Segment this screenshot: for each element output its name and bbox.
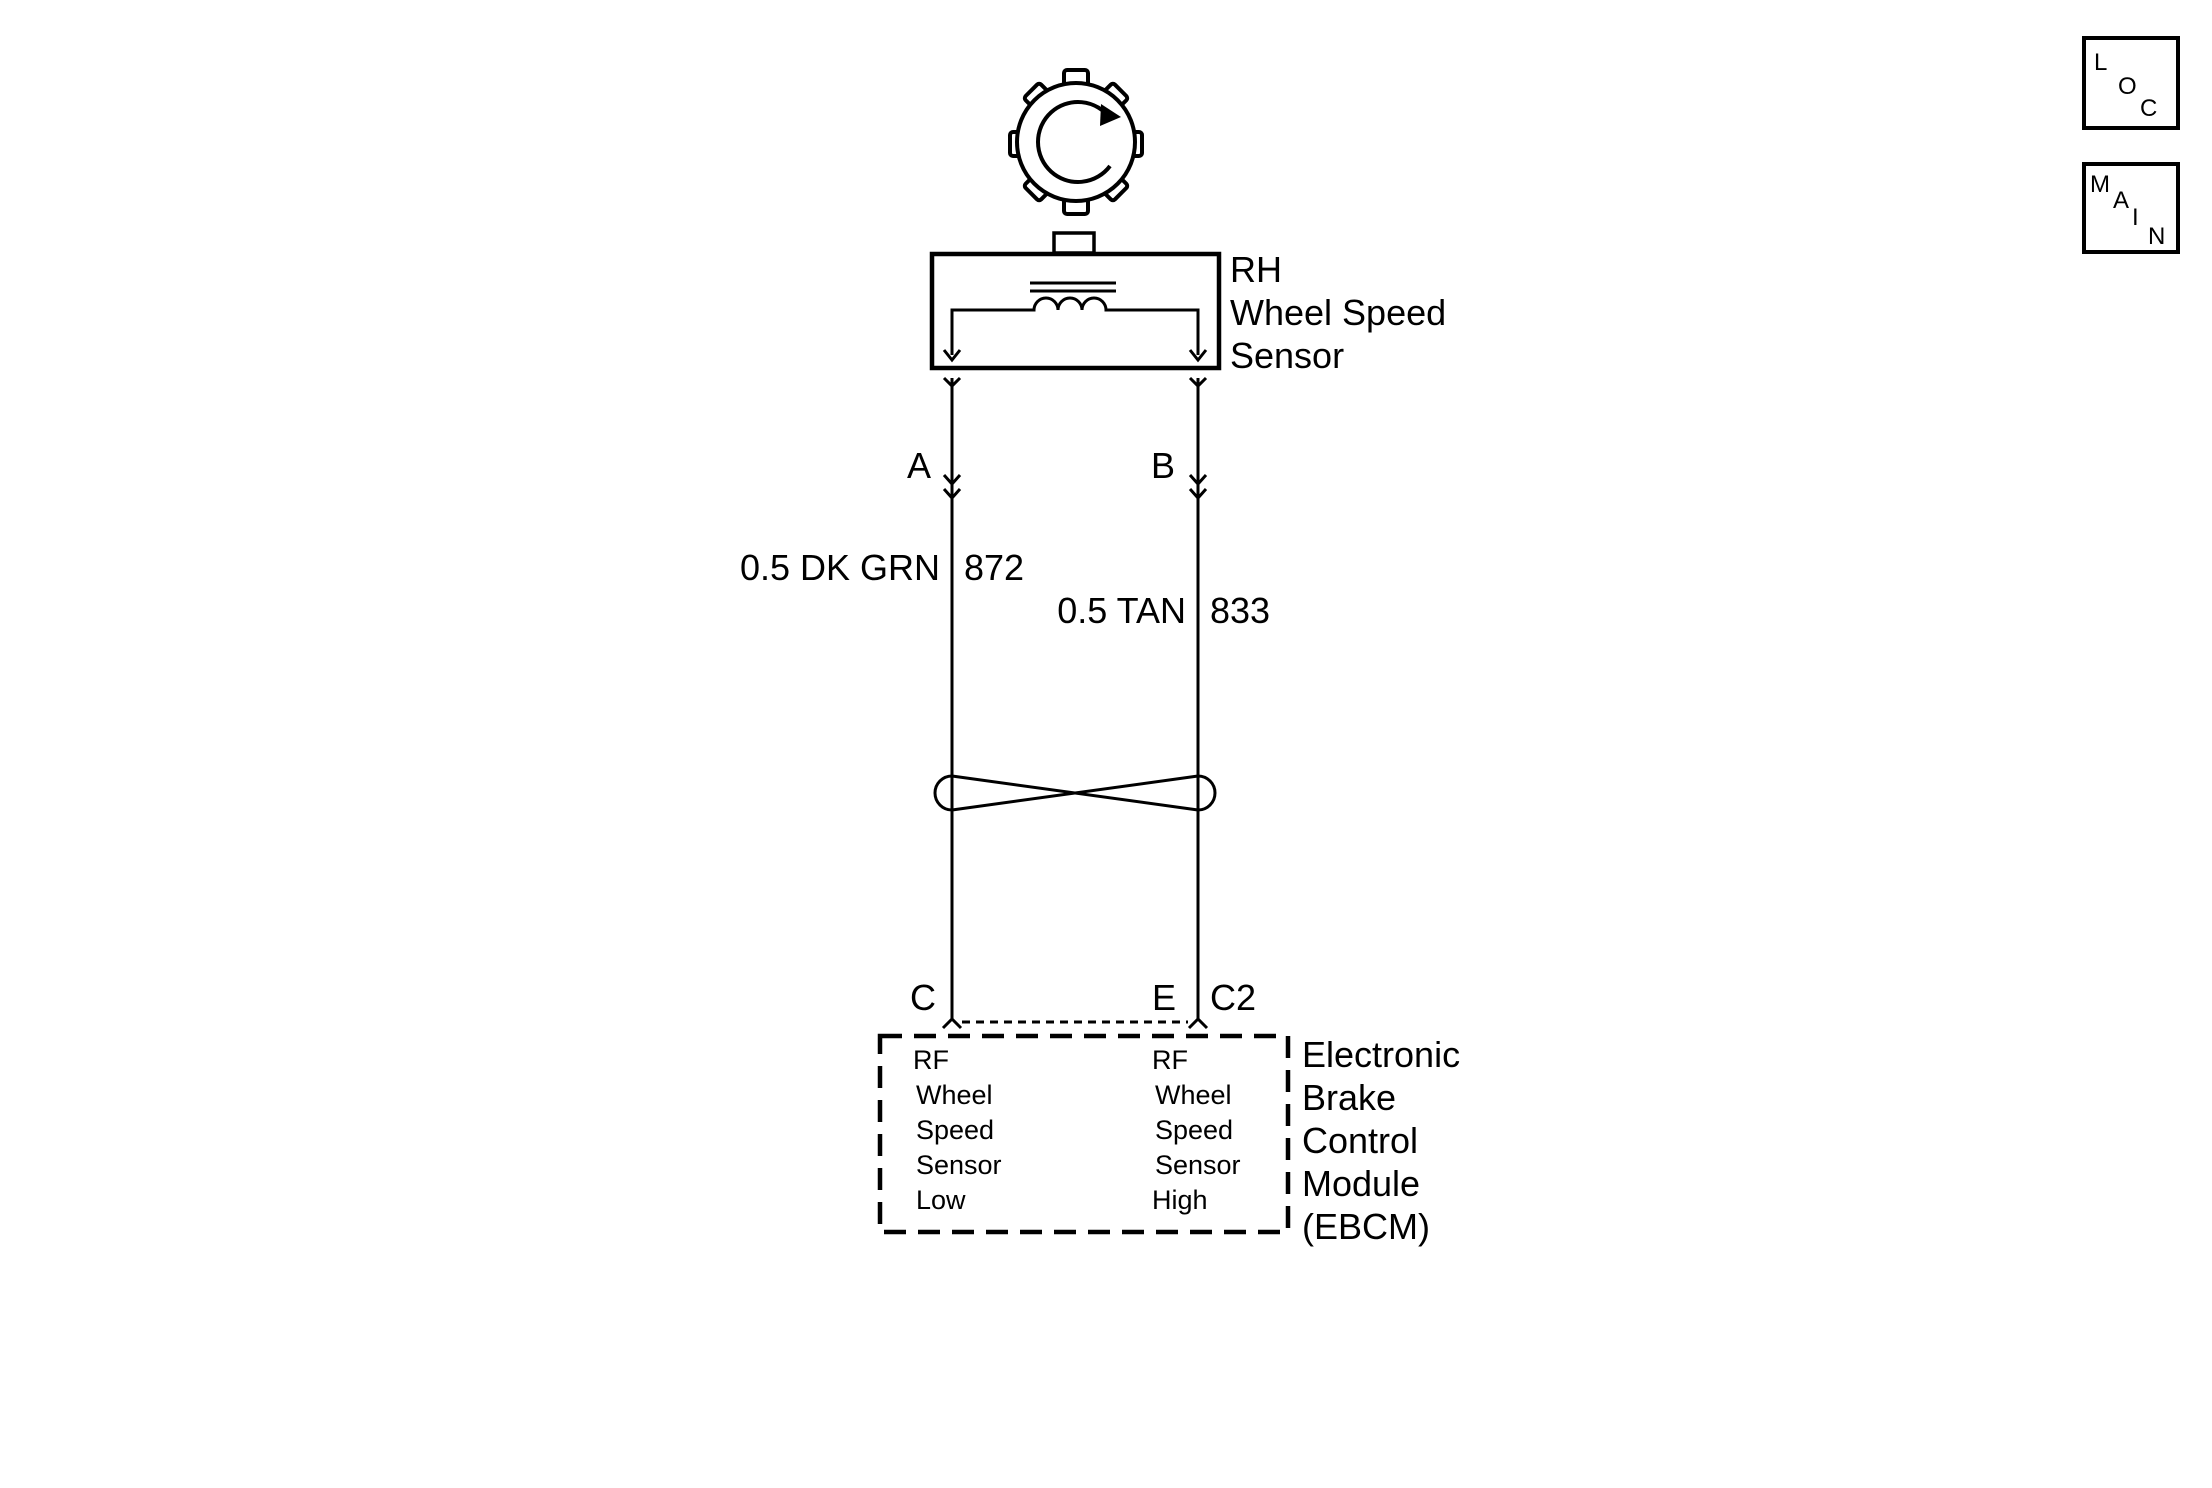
right-terminal-line-2: Wheel: [1155, 1080, 1232, 1110]
module-label-line-4: Module: [1302, 1163, 1420, 1204]
module-label-line-5: (EBCM): [1302, 1206, 1430, 1247]
pin-a-label: A: [907, 445, 931, 486]
main-letter-m: M: [2090, 171, 2110, 198]
wire-833-color: 0.5 TAN: [1057, 590, 1186, 631]
main-letter-n: N: [2148, 223, 2165, 250]
main-letter-a: A: [2113, 187, 2129, 214]
pin-c-label: C: [910, 977, 936, 1018]
twisted-pair-icon: [933, 774, 1217, 812]
left-terminal-line-1: RF: [913, 1045, 949, 1075]
pin-b-label: B: [1151, 445, 1175, 486]
wire-833-circuit: 833: [1210, 590, 1270, 631]
loc-letter-c: C: [2140, 95, 2157, 122]
main-button[interactable]: M A I N: [2082, 162, 2180, 254]
loc-letter-o: O: [2118, 73, 2137, 100]
sensor-label-line-3: Sensor: [1230, 335, 1344, 376]
right-terminal-line-4: Sensor: [1155, 1150, 1241, 1180]
module-label-line-1: Electronic: [1302, 1034, 1460, 1075]
wire-872: [942, 376, 962, 1020]
tone-wheel-rotation-icon: [1008, 68, 1144, 216]
sensor-shaft: [1052, 231, 1096, 255]
pin-e-label: E: [1152, 977, 1176, 1018]
sensor-label-line-1: RH: [1230, 249, 1282, 290]
module-label-line-2: Brake: [1302, 1077, 1396, 1118]
wheel-speed-sensor: [929, 251, 1222, 371]
left-terminal-line-4: Sensor: [916, 1150, 1002, 1180]
connector-label: C2: [1210, 977, 1256, 1018]
left-terminal-line-2: Wheel: [916, 1080, 993, 1110]
right-terminal-line-1: RF: [1152, 1045, 1188, 1075]
right-terminal-line-3: Speed: [1155, 1115, 1233, 1145]
sensor-label-line-2: Wheel Speed: [1230, 292, 1446, 333]
module-pins: [941, 1016, 1209, 1030]
left-terminal-line-3: Speed: [916, 1115, 994, 1145]
module-label-line-3: Control: [1302, 1120, 1418, 1161]
loc-button[interactable]: L O C: [2082, 36, 2180, 130]
wire-872-color: 0.5 DK GRN: [740, 547, 940, 588]
main-letter-i: I: [2132, 204, 2139, 231]
wire-872-circuit: 872: [964, 547, 1024, 588]
right-terminal-line-5: High: [1152, 1185, 1208, 1215]
left-terminal-line-5: Low: [916, 1185, 966, 1215]
wire-833: [1188, 376, 1208, 1020]
ebcm-module-box: [877, 1033, 1291, 1235]
inductor-coil-icon: [942, 281, 1208, 363]
loc-letter-l: L: [2094, 49, 2107, 76]
